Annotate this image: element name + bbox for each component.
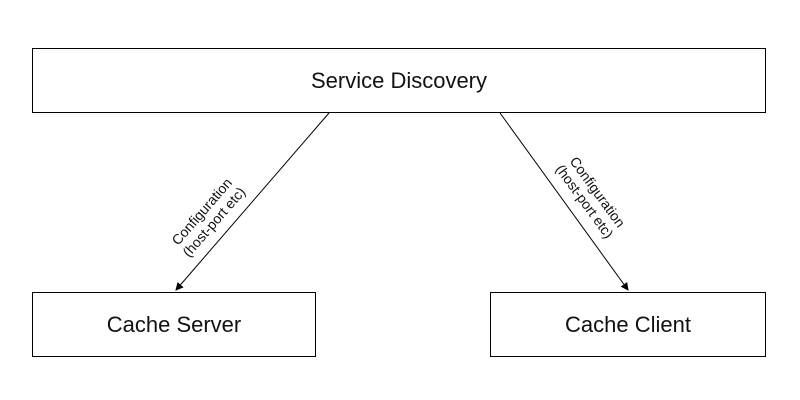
edge-to-cache-client: Configuration (host-port etc) <box>499 112 629 291</box>
cache-client-node: Cache Client <box>490 292 766 357</box>
service-discovery-label: Service Discovery <box>311 68 487 93</box>
cache-server-box <box>32 292 316 357</box>
cache-client-label: Cache Client <box>565 312 691 337</box>
cache-server-label: Cache Server <box>107 312 242 337</box>
edge-to-cache-server: Configuration (host-port etc) <box>168 112 330 291</box>
cache-client-box <box>490 292 766 357</box>
arrow-to-cache-server <box>175 112 330 291</box>
service-discovery-node: Service Discovery <box>32 48 766 113</box>
cache-server-node: Cache Server <box>32 292 316 357</box>
service-discovery-box <box>32 48 766 113</box>
arrow-to-cache-client <box>499 112 629 291</box>
